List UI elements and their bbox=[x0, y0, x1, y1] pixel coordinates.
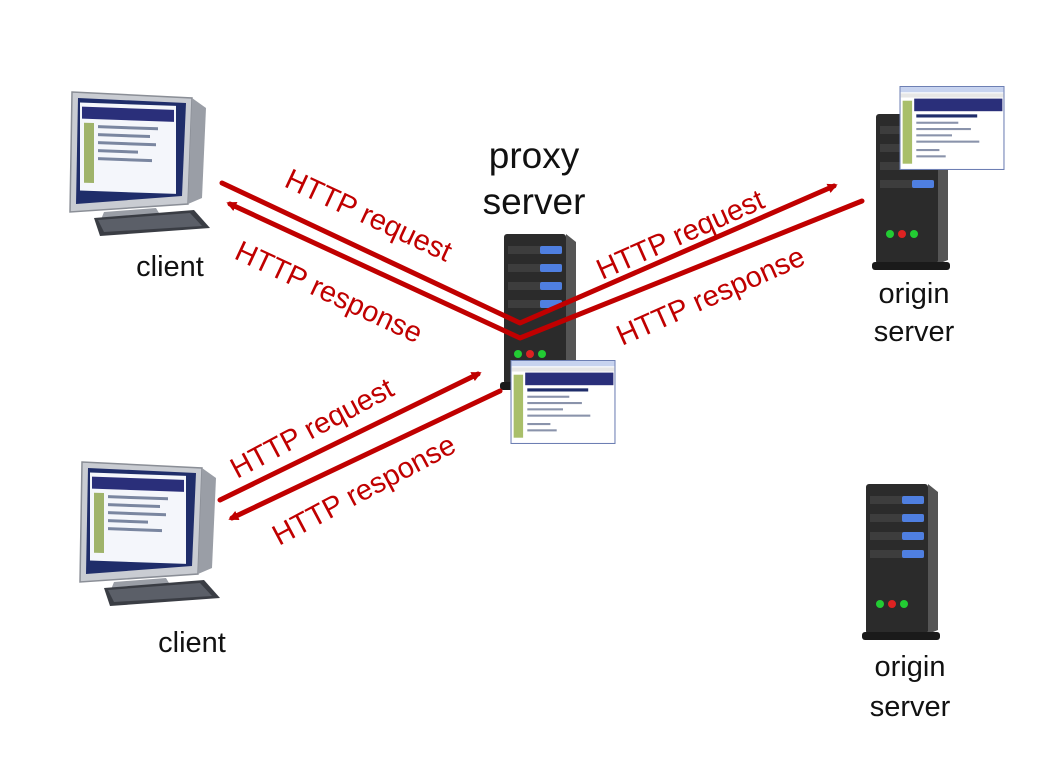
arrow-bottom-response bbox=[228, 388, 503, 521]
arrow-top-request bbox=[219, 180, 838, 326]
origin-server-top bbox=[872, 86, 1005, 270]
desktop-computer-icon bbox=[79, 461, 221, 606]
client-top-computer bbox=[69, 91, 211, 236]
arrow-bottom-request bbox=[217, 371, 482, 503]
proxy-label-line1: proxy bbox=[489, 135, 580, 176]
origin-top-label-line1: origin bbox=[879, 278, 950, 310]
web-page-icon bbox=[899, 86, 1005, 170]
server-tower-icon bbox=[862, 484, 940, 640]
desktop-computer-icon bbox=[69, 91, 211, 236]
client-bottom-label: client bbox=[158, 627, 226, 659]
msg-top-left-response: HTTP response bbox=[230, 235, 427, 350]
proxy-label-line2: server bbox=[483, 181, 586, 222]
origin-bottom-label-line2: server bbox=[870, 691, 951, 723]
arrow-top-response bbox=[226, 198, 865, 341]
web-page-icon bbox=[510, 360, 616, 444]
client-top-label: client bbox=[136, 251, 204, 283]
client-bottom-computer bbox=[79, 461, 221, 606]
origin-top-label-line2: server bbox=[874, 316, 955, 348]
origin-server-bottom bbox=[862, 484, 940, 640]
origin-bottom-label-line1: origin bbox=[875, 651, 946, 683]
